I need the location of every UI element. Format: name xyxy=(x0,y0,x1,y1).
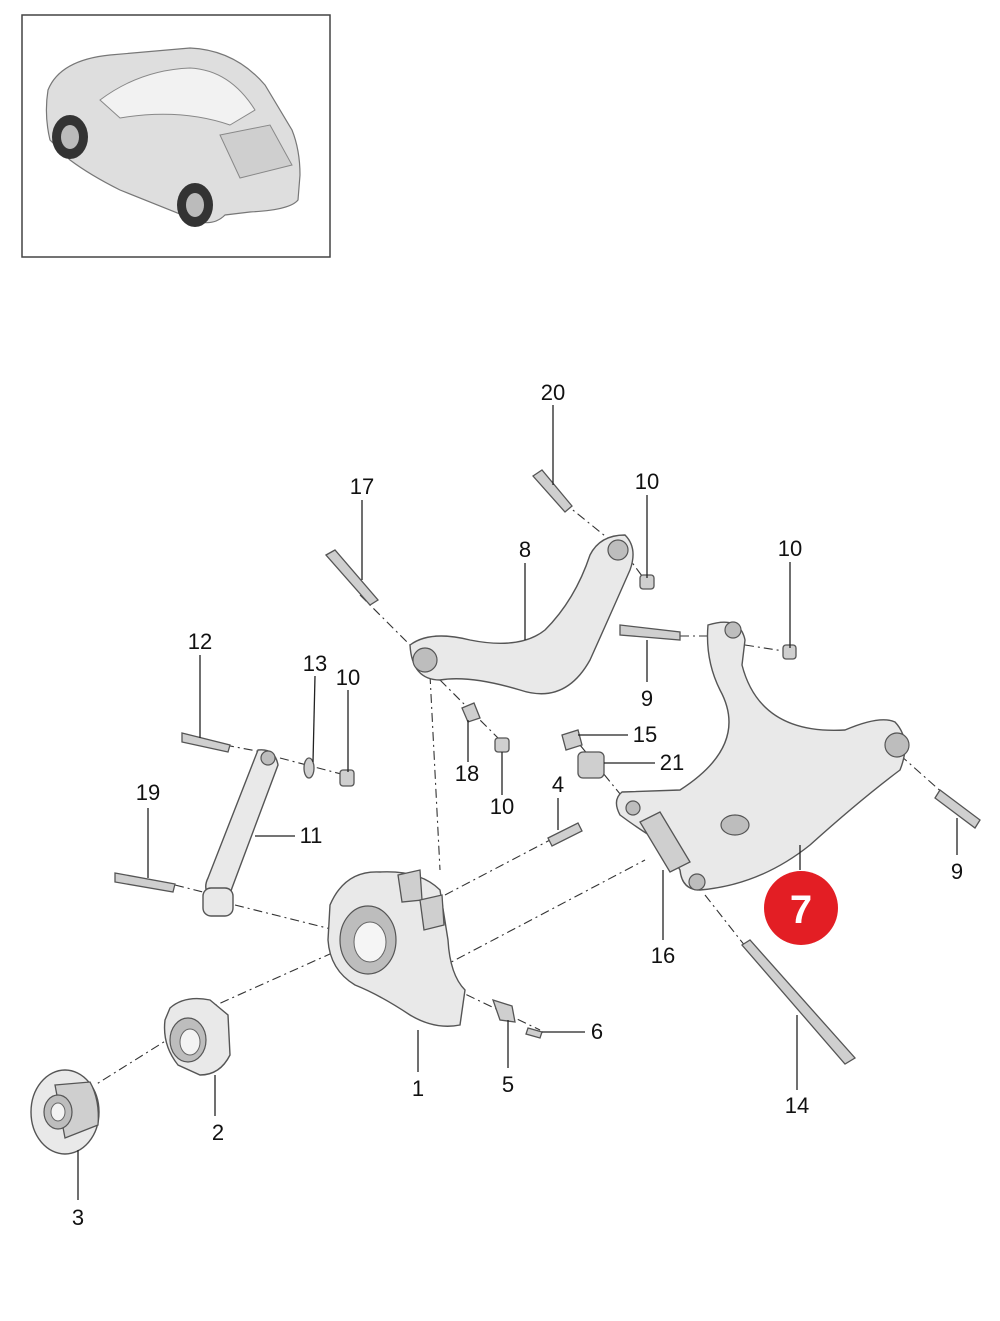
callout-10-right[interactable]: 10 xyxy=(778,536,802,561)
callout-1[interactable]: 1 xyxy=(412,1076,424,1101)
washer-18[interactable] xyxy=(461,702,481,723)
callout-4[interactable]: 4 xyxy=(552,772,564,797)
callout-10-left[interactable]: 10 xyxy=(336,665,360,690)
callout-10-upper[interactable]: 10 xyxy=(635,469,659,494)
nut-10-left[interactable] xyxy=(339,769,355,787)
toe-link[interactable] xyxy=(202,749,279,917)
highlight-badge[interactable]: 7 xyxy=(764,871,838,945)
callout-18[interactable]: 18 xyxy=(455,761,479,786)
lower-control-arm[interactable] xyxy=(615,621,910,891)
vehicle-thumbnail[interactable] xyxy=(21,14,331,258)
bushing-21[interactable] xyxy=(577,751,605,779)
sensor-bracket-5[interactable] xyxy=(491,998,516,1023)
nut-10-middle[interactable] xyxy=(494,737,510,753)
wheel-carrier[interactable] xyxy=(327,869,466,1027)
badge-label: 7 xyxy=(790,888,812,932)
callout-3[interactable]: 3 xyxy=(72,1205,84,1230)
callout-21[interactable]: 21 xyxy=(660,750,684,775)
callout-5[interactable]: 5 xyxy=(502,1072,514,1097)
upper-control-arm[interactable] xyxy=(409,534,634,695)
bushing-sleeve[interactable] xyxy=(639,811,691,873)
callout-19[interactable]: 19 xyxy=(136,780,160,805)
vehicle-overview-icon xyxy=(45,47,301,227)
callout-8[interactable]: 8 xyxy=(519,537,531,562)
callout-14[interactable]: 14 xyxy=(785,1093,809,1118)
bolt-9-upper[interactable] xyxy=(619,624,681,641)
screw-6[interactable] xyxy=(525,1027,543,1039)
callout-13[interactable]: 13 xyxy=(303,651,327,676)
callout-labels: 20 17 10 8 10 12 13 10 9 15 21 18 10 19 … xyxy=(72,380,963,1230)
callout-16[interactable]: 16 xyxy=(651,943,675,968)
callout-9-right[interactable]: 9 xyxy=(951,859,963,884)
wheel-bearing[interactable] xyxy=(163,997,231,1076)
leader-lines xyxy=(77,405,958,1200)
callout-15[interactable]: 15 xyxy=(633,722,657,747)
callout-11[interactable]: 11 xyxy=(300,823,323,848)
bolt-19[interactable] xyxy=(114,872,176,893)
bolt-20[interactable] xyxy=(532,469,573,513)
wheel-hub[interactable] xyxy=(30,1069,100,1155)
callout-20[interactable]: 20 xyxy=(541,380,565,405)
bolt-14[interactable] xyxy=(741,939,857,1065)
callout-10-middle[interactable]: 10 xyxy=(490,794,514,819)
washer-13[interactable] xyxy=(303,757,315,779)
callout-2[interactable]: 2 xyxy=(212,1120,224,1145)
callout-12[interactable]: 12 xyxy=(188,629,212,654)
bolt-12[interactable] xyxy=(181,732,231,753)
bolt-17[interactable] xyxy=(324,549,379,606)
bolt-9-right[interactable] xyxy=(934,789,981,829)
bracket-15[interactable] xyxy=(561,729,583,751)
callout-6[interactable]: 6 xyxy=(591,1019,603,1044)
hardware xyxy=(114,469,981,1065)
callout-9-upper[interactable]: 9 xyxy=(641,686,653,711)
bolt-4[interactable] xyxy=(547,822,583,847)
callout-17[interactable]: 17 xyxy=(350,474,374,499)
